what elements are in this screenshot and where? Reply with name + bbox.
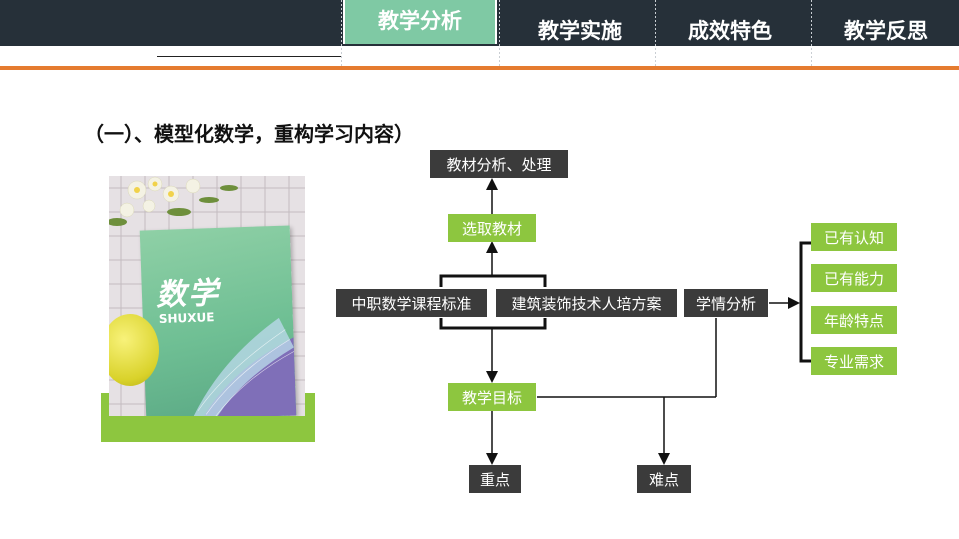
tab-separator bbox=[499, 0, 500, 72]
learner-item-major-needs: 专业需求 bbox=[811, 347, 897, 375]
book-title: 数学 bbox=[155, 275, 221, 314]
math-textbook: 数学 SHUXUE bbox=[139, 225, 297, 416]
curriculum-standard-node: 中职数学课程标准 bbox=[336, 289, 487, 317]
learner-analysis-node: 学情分析 bbox=[684, 289, 768, 317]
tab-teaching-implementation[interactable]: 教学实施 bbox=[538, 19, 622, 43]
learner-item-prior-knowledge: 已有认知 bbox=[811, 223, 897, 251]
textbook-photo: 数学 SHUXUE bbox=[109, 176, 305, 416]
textbook-analysis-node: 教材分析、处理 bbox=[430, 150, 568, 178]
tab-separator bbox=[341, 0, 342, 72]
learner-item-age-traits: 年龄特点 bbox=[811, 306, 897, 334]
key-point-node: 重点 bbox=[469, 465, 521, 493]
lemon-decoration bbox=[109, 314, 159, 386]
tab-results-features[interactable]: 成效特色 bbox=[688, 19, 772, 43]
book-cover-art bbox=[192, 317, 297, 416]
flowers-decoration bbox=[109, 176, 238, 226]
training-plan-node: 建筑装饰技术人培方案 bbox=[496, 289, 677, 317]
header-accent-line bbox=[0, 66, 959, 70]
teaching-goal-node: 教学目标 bbox=[448, 383, 536, 411]
nav-underline bbox=[157, 56, 341, 57]
difficult-point-node: 难点 bbox=[637, 465, 691, 493]
section-title: （一）、模型化数学，重构学习内容） bbox=[84, 122, 414, 146]
select-textbook-node: 选取教材 bbox=[448, 214, 536, 242]
tab-separator bbox=[655, 0, 656, 72]
learner-item-prior-ability: 已有能力 bbox=[811, 264, 897, 292]
tab-teaching-reflection[interactable]: 教学反思 bbox=[844, 19, 928, 43]
tab-separator bbox=[811, 0, 812, 72]
tab-teaching-analysis[interactable]: 教学分析 bbox=[343, 0, 497, 44]
